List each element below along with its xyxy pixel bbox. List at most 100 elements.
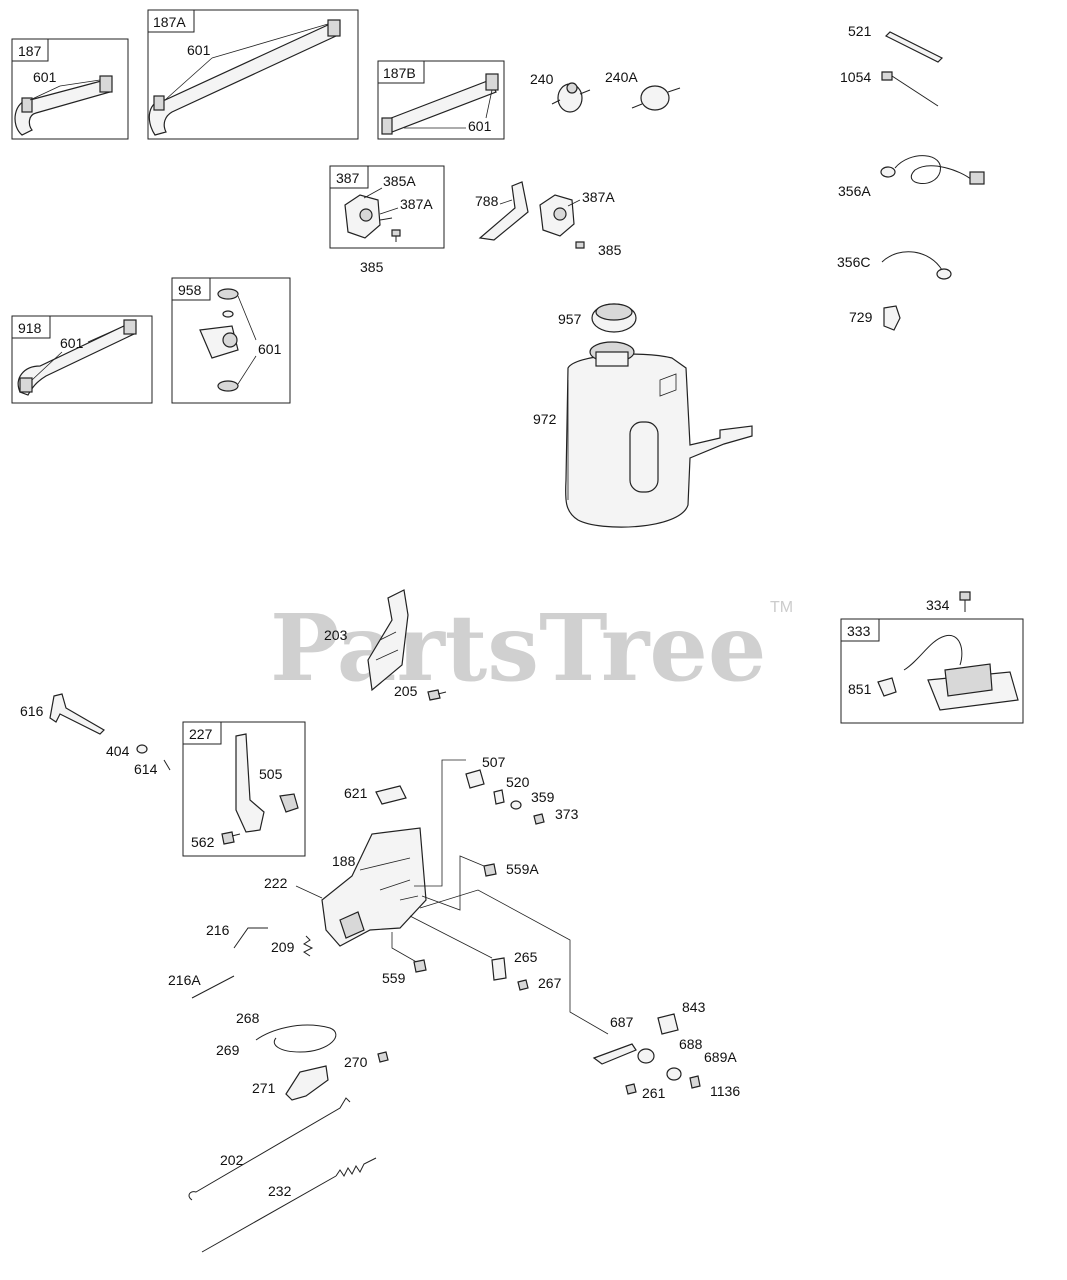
nut-373[interactable]: 373: [533, 806, 579, 825]
part-843[interactable]: 843: [657, 999, 706, 1035]
label-356a: 356A: [838, 183, 871, 199]
hose-clamp: [153, 95, 165, 111]
box-387[interactable]: 387 385A 387A: [329, 165, 445, 249]
wire-356c[interactable]: 356C: [837, 251, 952, 280]
box-187b-label: 187B: [383, 65, 416, 81]
part-507[interactable]: 507: [465, 754, 506, 789]
label-268: 268: [236, 1010, 260, 1026]
leader-line: [391, 932, 421, 965]
screw-385[interactable]: 385: [575, 241, 622, 258]
part-521[interactable]: 521: [848, 23, 944, 63]
part-271[interactable]: 271: [252, 1065, 329, 1101]
clip-265[interactable]: 265: [491, 949, 538, 981]
cable-268[interactable]: 268: [236, 1010, 337, 1053]
box-227-label: 227: [189, 726, 213, 742]
screw-1136[interactable]: 1136: [689, 1075, 740, 1099]
label-505: 505: [259, 766, 283, 782]
box-187[interactable]: 187 601: [11, 38, 129, 140]
box-187-label: 187: [18, 43, 42, 59]
label-614: 614: [134, 761, 158, 777]
hose-clamp: [381, 117, 393, 135]
label-232: 232: [268, 1183, 292, 1199]
label-601: 601: [187, 42, 211, 58]
part-621[interactable]: 621: [344, 785, 407, 805]
label-203: 203: [324, 627, 348, 643]
label-216: 216: [206, 922, 230, 938]
part-520[interactable]: 520: [493, 774, 530, 805]
pin-614[interactable]: 614: [134, 759, 171, 777]
screw-559[interactable]: 559: [382, 959, 427, 986]
bracket-687[interactable]: 687: [592, 1014, 637, 1065]
label-222: 222: [264, 875, 288, 891]
screw-267[interactable]: 267: [517, 975, 562, 991]
box-918-label: 918: [18, 320, 42, 336]
wire-356a[interactable]: 356A: [838, 155, 985, 199]
label-601: 601: [33, 69, 57, 85]
rod-202[interactable]: 202: [188, 1097, 351, 1201]
box-227[interactable]: 227 505 562: [182, 721, 306, 857]
fuel-tank-972[interactable]: 972: [533, 341, 753, 528]
box-958[interactable]: 958 601: [171, 277, 291, 404]
label-205: 205: [394, 683, 418, 699]
label-688: 688: [679, 1036, 703, 1052]
label-240: 240: [530, 71, 554, 87]
box-187a-label: 187A: [153, 14, 186, 30]
hose-clamp: [327, 19, 341, 37]
label-689a: 689A: [704, 1049, 737, 1065]
screw-261[interactable]: 261: [625, 1083, 666, 1101]
label-188: 188: [332, 853, 356, 869]
label-1136: 1136: [710, 1083, 740, 1099]
label-385: 385: [598, 242, 622, 258]
label-788: 788: [475, 193, 499, 209]
label-265: 265: [514, 949, 538, 965]
box-187b[interactable]: 187B 601: [377, 60, 505, 140]
label-359: 359: [531, 789, 555, 805]
screw-334[interactable]: 334: [926, 591, 971, 613]
control-bracket-222[interactable]: 222: [264, 827, 427, 947]
washer-359[interactable]: 359: [510, 789, 555, 810]
part-689a[interactable]: 689A: [666, 1049, 737, 1081]
screw-559a[interactable]: 559A: [483, 861, 539, 877]
spring-232[interactable]: 232: [201, 1157, 377, 1253]
label-270: 270: [344, 1054, 368, 1070]
label-521: 521: [848, 23, 872, 39]
label-601: 601: [60, 335, 84, 351]
leader-line: [419, 889, 609, 1035]
washer-404[interactable]: 404: [106, 743, 148, 759]
bracket-788[interactable]: 788: [475, 181, 529, 241]
leader-line: [409, 915, 493, 959]
fuel-cap-957[interactable]: 957: [558, 303, 637, 333]
cable-tie-1054[interactable]: 1054: [840, 69, 939, 107]
spring-209[interactable]: 209: [271, 935, 314, 957]
label-240a: 240A: [605, 69, 638, 85]
screw-385[interactable]: 385: [360, 229, 401, 275]
label-269: 269: [216, 1042, 240, 1058]
box-918[interactable]: 918 601: [11, 315, 153, 404]
nut-270[interactable]: 270: [344, 1051, 389, 1070]
fuel-pump-387a[interactable]: 387A: [539, 189, 615, 237]
shaft-616[interactable]: 616: [20, 693, 105, 735]
screw-205[interactable]: 205: [394, 683, 447, 701]
label-1054: 1054: [840, 69, 871, 85]
part-269[interactable]: 269: [216, 1042, 240, 1058]
clip-729[interactable]: 729: [849, 305, 901, 331]
tank-body: [565, 353, 753, 528]
fuel-filter-240[interactable]: 240: [530, 71, 591, 113]
label-387a: 387A: [582, 189, 615, 205]
label-216a: 216A: [168, 972, 201, 988]
box-333[interactable]: 333 851: [840, 618, 1024, 724]
label-957: 957: [558, 311, 582, 327]
label-601: 601: [258, 341, 282, 357]
label-616: 616: [20, 703, 44, 719]
box-187a[interactable]: 187A 601: [147, 9, 359, 140]
link-216a[interactable]: 216A: [168, 972, 235, 999]
hose-clamp: [485, 73, 499, 91]
part-688[interactable]: 688: [637, 1036, 703, 1064]
bracket-203[interactable]: 203: [324, 589, 409, 692]
watermark-text: PartsTree: [270, 594, 766, 702]
box-958-label: 958: [178, 282, 202, 298]
label-387a: 387A: [400, 196, 433, 212]
label-373: 373: [555, 806, 579, 822]
fuel-filter-240a[interactable]: 240A: [605, 69, 681, 111]
link-216[interactable]: 216: [206, 922, 268, 949]
